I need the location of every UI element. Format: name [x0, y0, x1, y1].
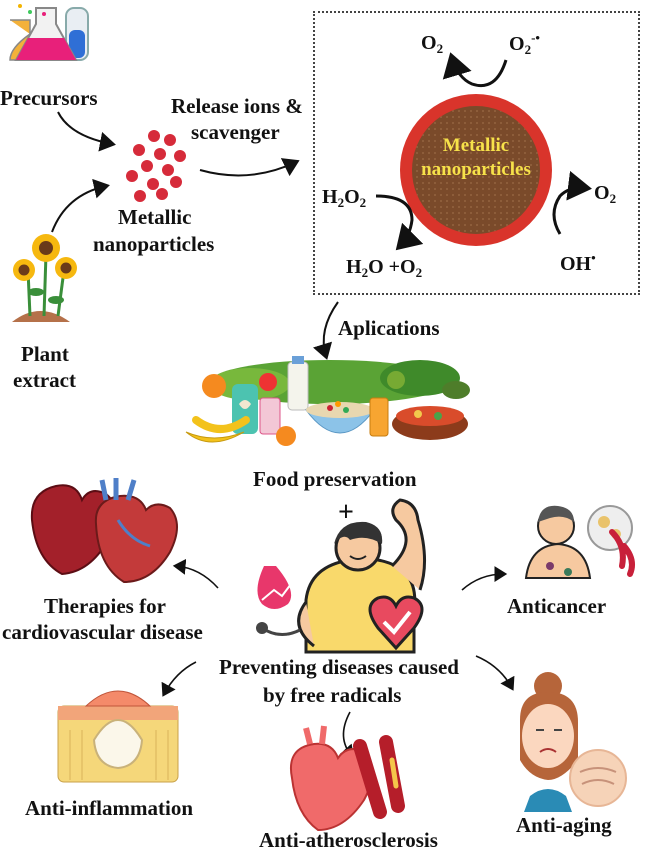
nano-core-line1: Metallic	[442, 135, 510, 156]
o2-right: O2	[594, 182, 617, 206]
food-preservation-label: Food preservation	[253, 467, 417, 491]
preventing-line1: Preventing diseases caused	[219, 655, 459, 679]
plant-label: Plant	[21, 342, 69, 366]
anti-aging-label: Anti-aging	[516, 813, 612, 837]
superoxide: O2-•	[509, 30, 540, 57]
plus-sign: +	[338, 497, 354, 528]
o2-top: O2	[421, 32, 444, 56]
anti-inflammation-label: Anti-inflammation	[25, 796, 193, 820]
h2o-o2: H2O +O2	[346, 256, 423, 280]
scavenger-label: scavenger	[191, 120, 280, 144]
therapies-line1: Therapies for	[44, 594, 166, 618]
precursors-label: Precursors	[0, 86, 98, 110]
nano-core-text: Metallic nanoparticles	[416, 134, 536, 182]
h2o2: H2O2	[322, 186, 367, 210]
anticancer-label: Anticancer	[507, 594, 607, 618]
metallic-label: Metallic	[118, 205, 192, 229]
preventing-line2: by free radicals	[263, 683, 402, 707]
release-label: Release ions &	[171, 94, 303, 118]
nanoparticles-label: nanoparticles	[93, 232, 215, 256]
therapies-line2: cardiovascular disease	[2, 620, 203, 644]
reaction-box	[313, 11, 640, 295]
nano-core-line2: nanoparticles	[421, 158, 531, 180]
aplications-label: Aplications	[338, 316, 440, 340]
extract-label: extract	[13, 368, 76, 392]
anti-atherosclerosis-label: Anti-atherosclerosis	[259, 828, 438, 852]
hydroxyl: OH•	[560, 250, 596, 275]
